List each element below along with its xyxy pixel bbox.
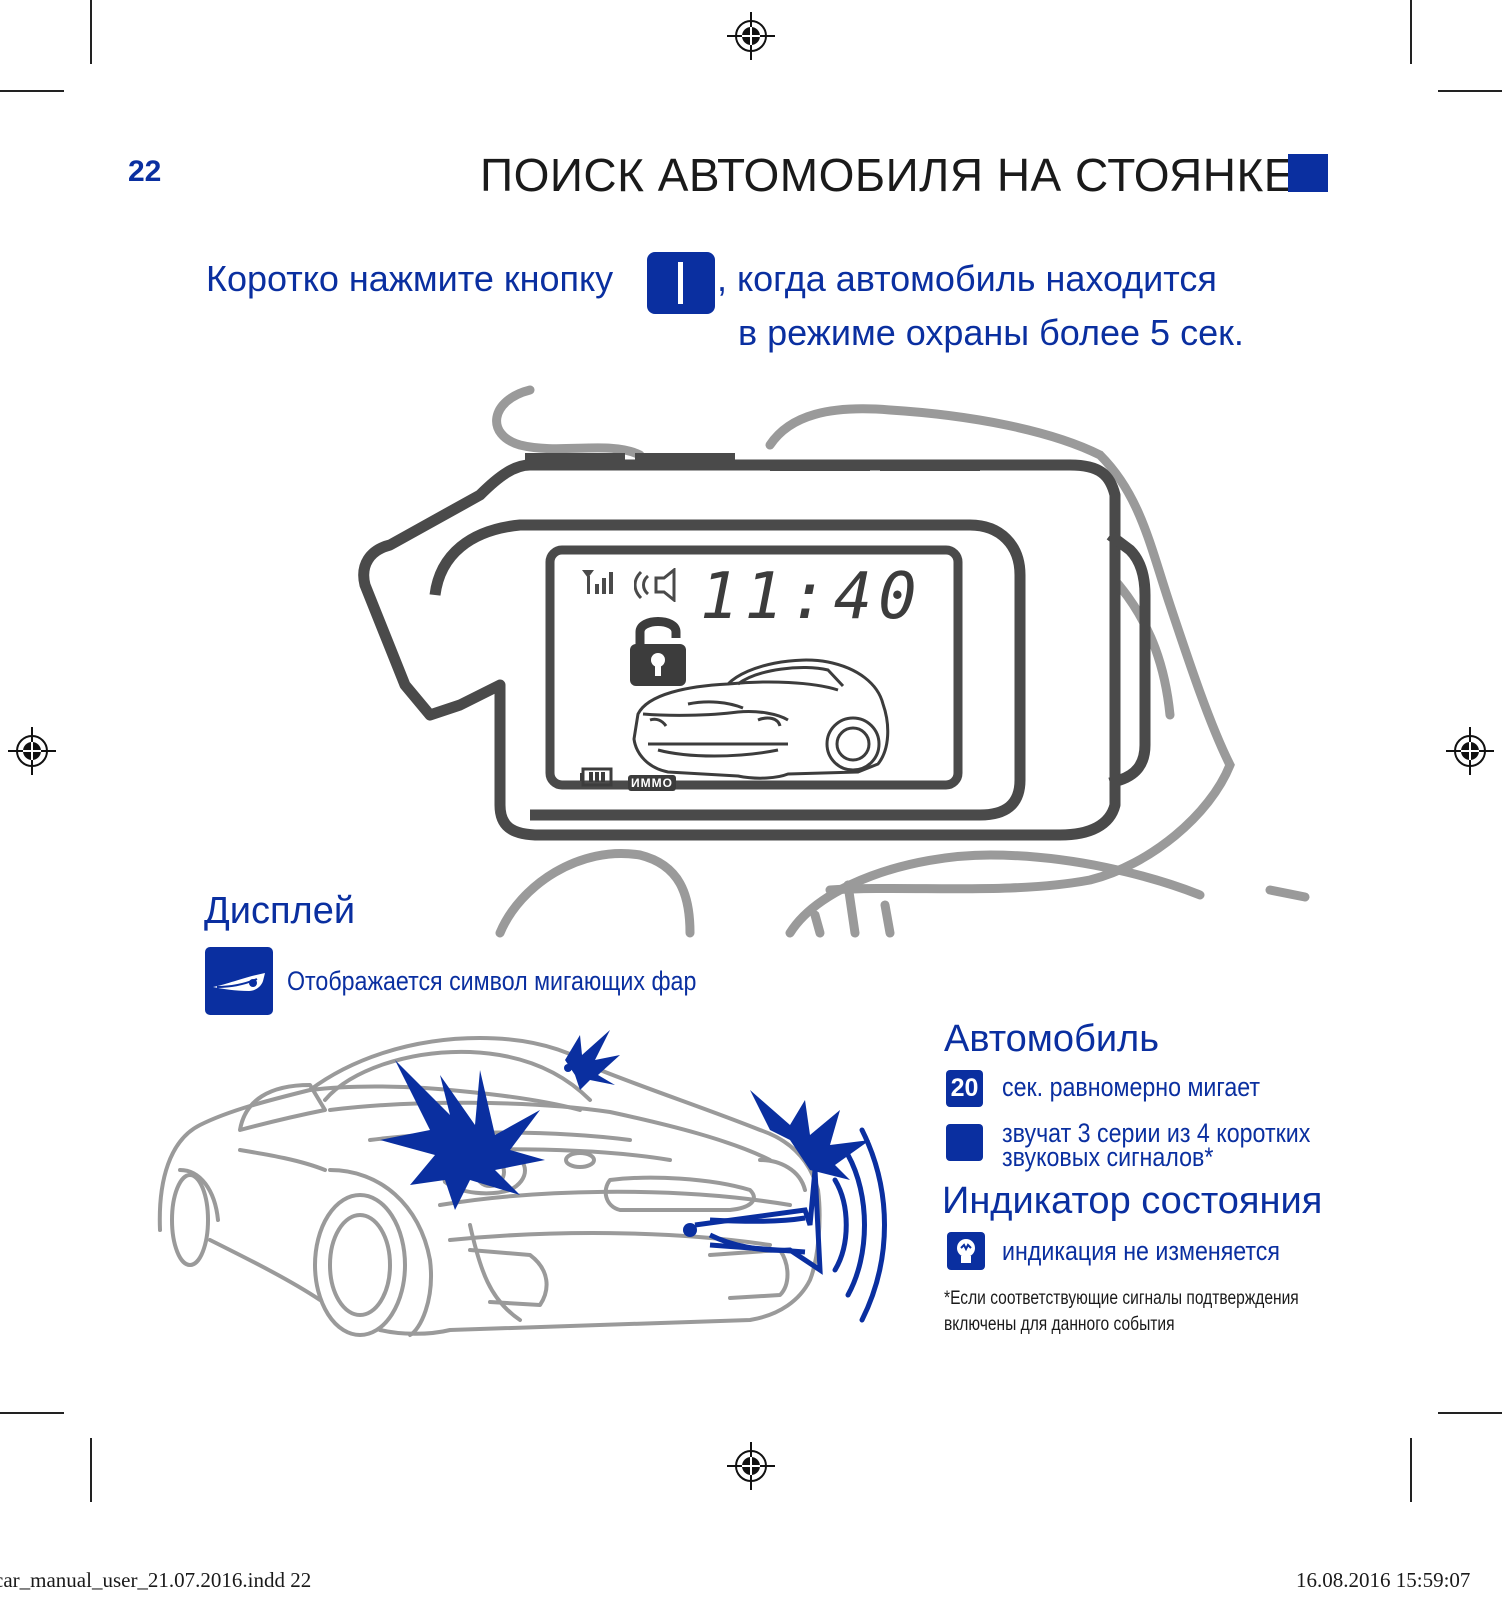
crop-mark [1438,90,1502,92]
status-section-title: Индикатор состояния [942,1180,1323,1222]
crop-mark [0,1412,64,1414]
instruction-text-3: в режиме охраны более 5 сек. [738,312,1244,353]
lock-icon [630,617,686,686]
registration-mark-icon [1446,727,1494,775]
sound-badge [946,1124,983,1161]
immo-label: ИММО [628,775,676,791]
display-section-title: Дисплей [204,890,356,932]
fob-clock: 11:40 [700,560,923,634]
crop-mark [1410,0,1412,64]
car-item-text-2-line1: звучат 3 серии из 4 коротких [1002,1118,1311,1148]
car-illustration [157,1030,887,1337]
headlight-icon [205,947,273,1015]
footer-datetime: 16.08.2016 15:59:07 [1296,1568,1471,1592]
crop-mark [1410,1438,1412,1502]
car-icon [632,658,890,780]
footer-file-name: car_manual_user_21.07.2016.indd 22 [0,1568,312,1592]
registration-mark-icon [727,1442,775,1490]
footnote-line-2: включены для данного события [944,1314,1175,1335]
crop-mark [90,0,92,64]
seconds-badge: 20 [946,1070,983,1107]
signal-icon [582,570,613,594]
status-item-text: индикация не изменяется [1002,1236,1280,1266]
car-item-text-2-line2: звуковых сигналов* [1002,1142,1214,1172]
remote-button-I-icon [647,252,715,314]
registration-mark-icon [727,12,775,60]
registration-mark-icon [8,727,56,775]
car-section-title: Автомобиль [944,1018,1160,1060]
footnote-line-1: *Если соответствующие сигналы подтвержде… [944,1288,1299,1309]
crop-mark [0,90,64,92]
page-title: ПОИСК АВТОМОБИЛЯ НА СТОЯНКЕ [480,149,1295,201]
title-square-icon [1288,154,1328,192]
crop-mark [1438,1412,1502,1414]
speaker-icon [634,568,676,602]
key-fob-illustration [358,385,1310,938]
car-item-text-1: сек. равномерно мигает [1002,1072,1261,1102]
crop-mark [90,1438,92,1502]
led-bulb-icon [947,1232,985,1270]
display-item-text: Отображается символ мигающих фар [287,966,697,996]
instruction-text-1: Коротко нажмите кнопку [206,258,614,299]
instruction-text-2: , когда автомобиль находится [717,258,1217,299]
page-number: 22 [128,155,162,188]
battery-icon [580,767,613,787]
